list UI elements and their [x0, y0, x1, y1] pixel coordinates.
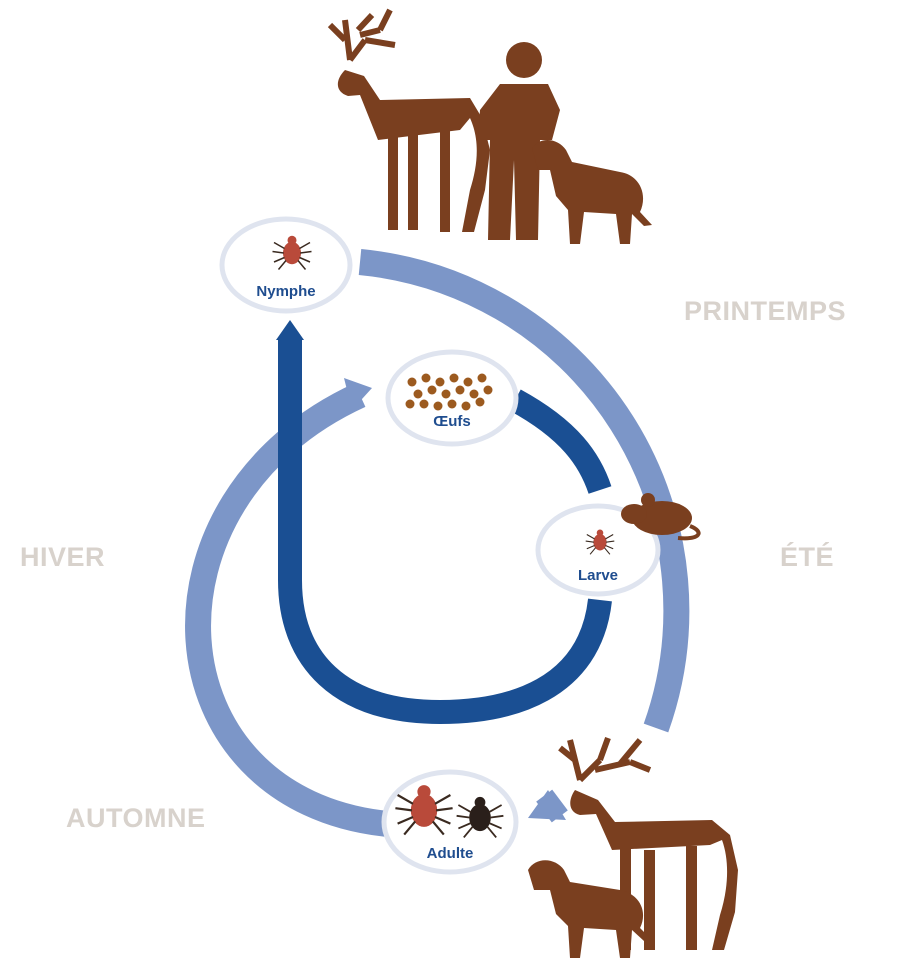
dog-icon — [532, 140, 652, 244]
stage-label-adult: Adulte — [427, 845, 474, 862]
bottom-hosts — [528, 738, 738, 958]
season-label-winter: HIVER — [20, 542, 105, 573]
stage-eggs: Œufs — [388, 352, 516, 444]
season-label-spring: PRINTEMPS — [684, 296, 846, 327]
arrow-to-nymph-icon — [276, 320, 304, 340]
deer-icon — [330, 10, 490, 232]
stage-nymph: Nymphe — [222, 219, 350, 311]
season-label-summer: ÉTÉ — [780, 542, 834, 573]
dog-icon — [528, 860, 652, 958]
stage-adult: Adulte — [384, 772, 516, 872]
stage-label-larva: Larve — [578, 567, 618, 584]
stage-label-nymph: Nymphe — [256, 283, 315, 300]
top-hosts — [330, 10, 652, 244]
stage-label-eggs: Œufs — [433, 413, 471, 430]
season-label-autumn: AUTOMNE — [66, 803, 206, 834]
